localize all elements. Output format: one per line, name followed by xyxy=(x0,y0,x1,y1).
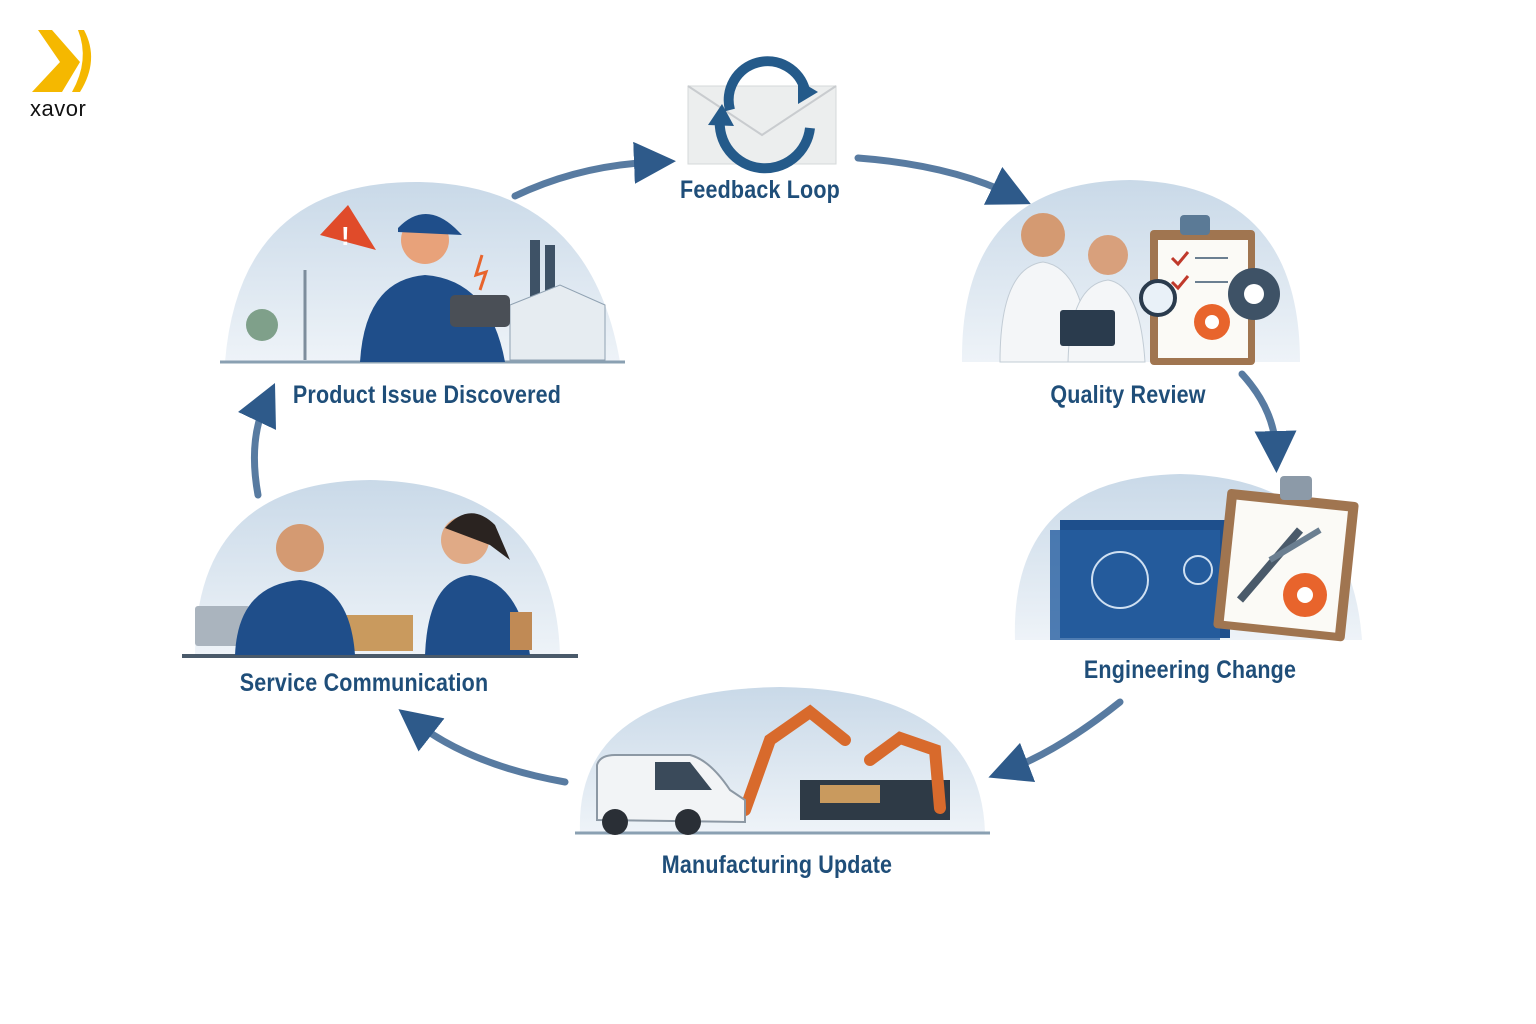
blueprint-tools-illustration xyxy=(1014,474,1362,642)
technician-warning-illustration: ! xyxy=(220,181,625,364)
envelope-refresh-icon xyxy=(687,56,837,174)
arrow-quality-to-engineering xyxy=(1238,370,1297,473)
logo-text: xavor xyxy=(30,96,87,121)
robot-van-illustration xyxy=(575,687,990,835)
label-engineering-change: Engineering Change xyxy=(1083,656,1297,684)
arrow-feedback-to-quality xyxy=(854,154,1031,205)
arrow-engineering-to-manufacturing xyxy=(988,698,1124,783)
svg-text:!: ! xyxy=(341,221,350,251)
label-quality-review: Quality Review xyxy=(1050,381,1206,409)
label-service-communication: Service Communication xyxy=(239,669,489,697)
support-agents-illustration xyxy=(182,480,578,658)
label-product-issue-discovered: Product Issue Discovered xyxy=(292,381,562,409)
label-feedback-loop: Feedback Loop xyxy=(680,176,840,204)
arrow-issue-to-feedback xyxy=(511,141,676,200)
arrow-manufacturing-to-service xyxy=(398,709,569,786)
label-manufacturing-update: Manufacturing Update xyxy=(661,851,893,879)
inspectors-clipboard-illustration xyxy=(961,180,1300,365)
arrow-service-to-issue xyxy=(238,383,276,499)
cycle-arrows xyxy=(238,141,1297,786)
xavor-logo-icon xyxy=(32,30,92,92)
